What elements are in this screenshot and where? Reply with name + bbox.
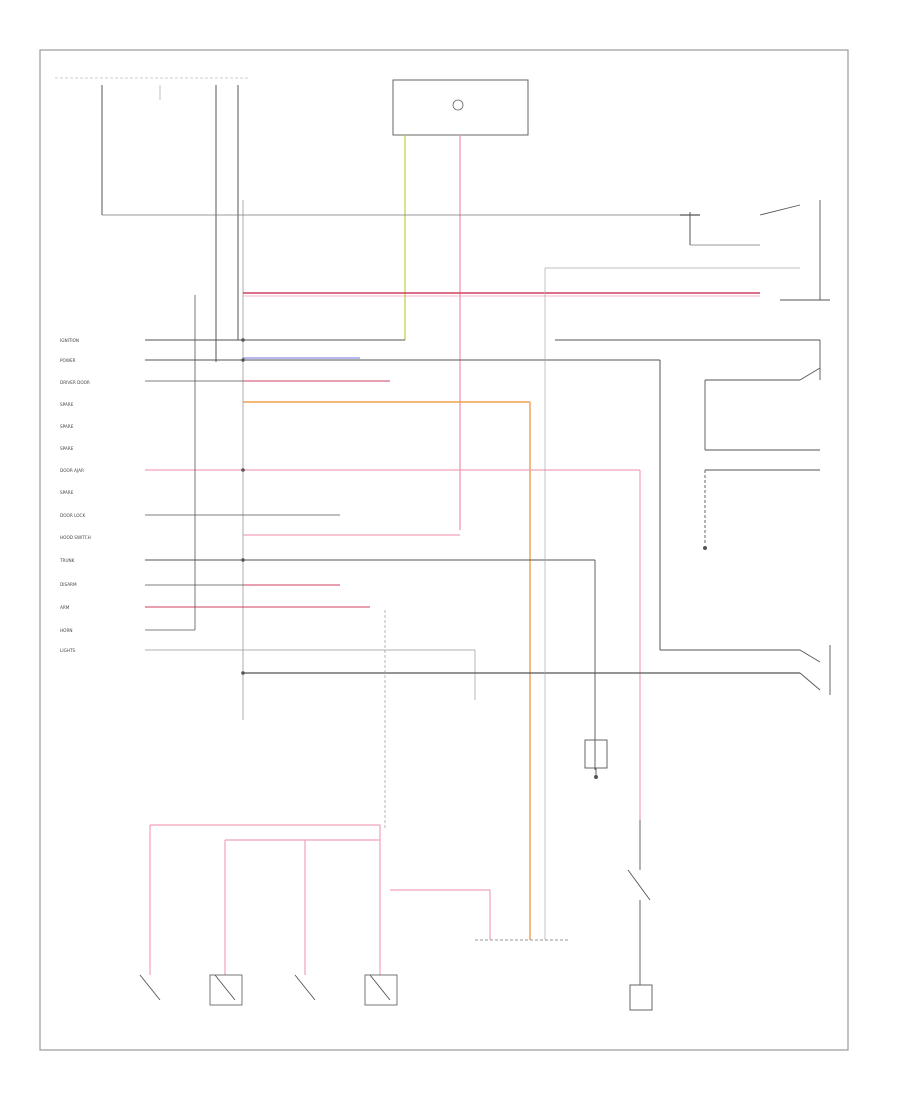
instrument-cluster-box bbox=[392, 79, 529, 530]
switch-icon bbox=[799, 367, 821, 381]
switch-icon bbox=[759, 204, 801, 216]
switch-icon bbox=[139, 974, 161, 1001]
pin-label: IGNITION bbox=[60, 338, 79, 343]
horn-lamp-group bbox=[584, 739, 653, 1011]
ground-icon bbox=[594, 775, 598, 779]
door-switch-group bbox=[139, 610, 570, 1006]
splice-icon bbox=[241, 358, 245, 362]
splice-icon bbox=[241, 468, 245, 472]
pin-label: HOOD SWITCH bbox=[60, 535, 91, 540]
module-pin-labels: IGNITION POWER DRIVER DOOR SPARE SPARE S… bbox=[59, 338, 91, 653]
pin-label: TRUNK bbox=[59, 558, 75, 563]
top-left-fuse-block bbox=[55, 77, 250, 362]
pin-label: SPARE bbox=[60, 424, 74, 429]
splice-icon bbox=[241, 671, 245, 675]
switch-icon bbox=[799, 649, 821, 663]
right-switch-group bbox=[544, 200, 831, 940]
pin-label: SPARE bbox=[60, 446, 74, 451]
splice-icon bbox=[241, 338, 245, 342]
pin-label: DOOR LOCK bbox=[60, 513, 85, 518]
module-wires bbox=[102, 212, 800, 940]
pin-label: POWER bbox=[60, 358, 76, 363]
ground-icon bbox=[703, 546, 707, 550]
switch-icon bbox=[369, 974, 391, 1001]
pin-label: HORN bbox=[60, 628, 73, 633]
switch-icon bbox=[627, 869, 651, 901]
splice-markers bbox=[241, 338, 245, 675]
pin-label: DRIVER DOOR bbox=[60, 380, 90, 385]
switch-icon bbox=[294, 974, 316, 1001]
diagram-border bbox=[39, 49, 849, 1051]
pin-label: SPARE bbox=[60, 490, 74, 495]
switch-icon bbox=[214, 974, 236, 1001]
splice-icon bbox=[241, 558, 245, 562]
pin-label: SPARE bbox=[60, 402, 74, 407]
pin-label: DOOR AJAR bbox=[60, 468, 84, 473]
lamp-icon bbox=[452, 99, 464, 111]
pin-label: DISARM bbox=[60, 582, 77, 587]
pin-label: LIGHTS bbox=[60, 648, 76, 653]
pin-label: ARM bbox=[60, 605, 70, 610]
